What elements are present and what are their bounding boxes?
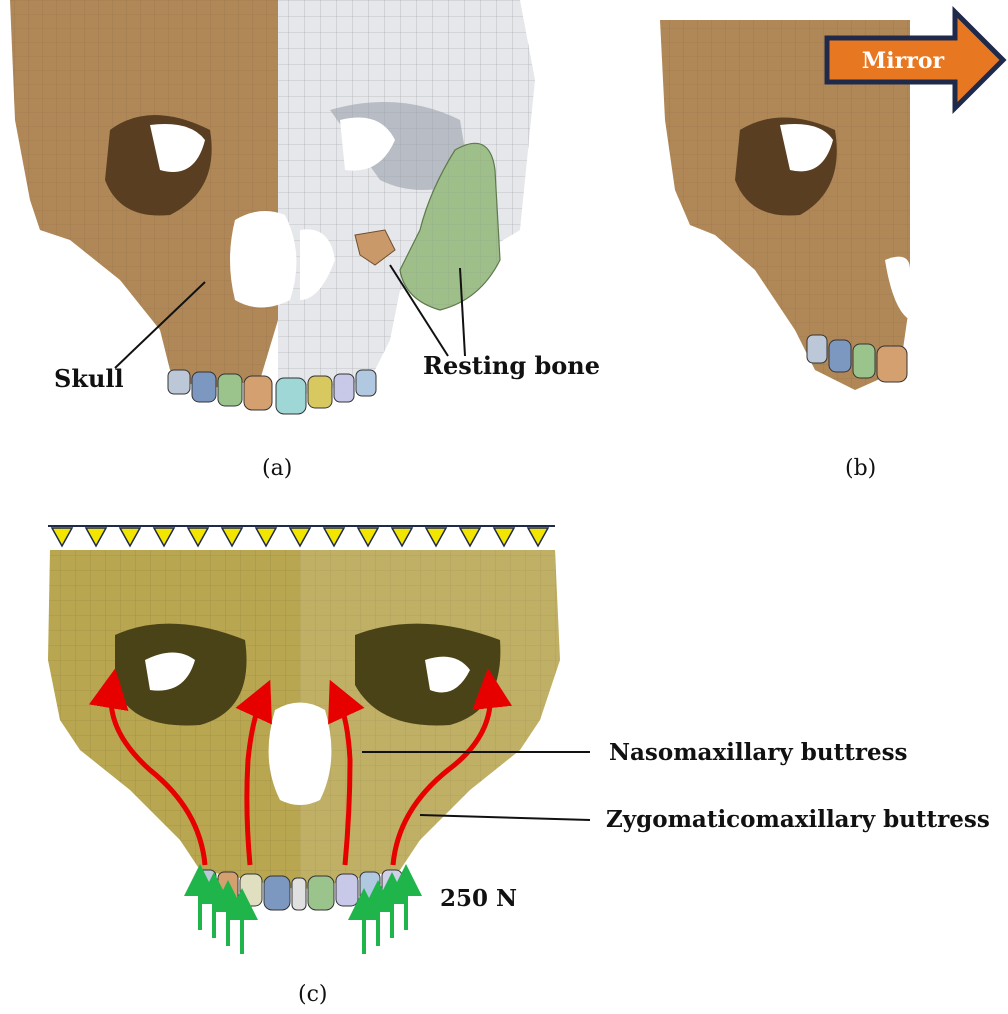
panel-c: Nasomaxillary buttress Zygomaticomaxilla… <box>0 510 1008 970</box>
caption-a: (a) <box>262 456 292 481</box>
nasomaxillary-label: Nasomaxillary buttress <box>609 739 907 766</box>
mirror-arrow-label: Mirror <box>862 48 945 74</box>
caption-b: (b) <box>845 456 876 481</box>
zygomaticomaxillary-label: Zygomaticomaxillary buttress <box>606 806 990 833</box>
panel-b: Mirror <box>655 0 1008 440</box>
force-label: 250 N <box>440 885 517 912</box>
nasal-cavity-c <box>269 703 332 806</box>
zygomaticomaxillary-leader <box>420 815 590 820</box>
caption-c: (c) <box>298 982 328 1007</box>
skull-model-b: Mirror <box>655 0 1008 440</box>
resting-bone-label: Resting bone <box>423 351 600 380</box>
panel-a: Skull Resting bone <box>0 0 600 440</box>
teeth-row-a <box>168 370 376 414</box>
fixed-support-row <box>48 526 555 546</box>
nasal-cavity <box>230 211 296 308</box>
skull-label: Skull <box>54 364 124 393</box>
